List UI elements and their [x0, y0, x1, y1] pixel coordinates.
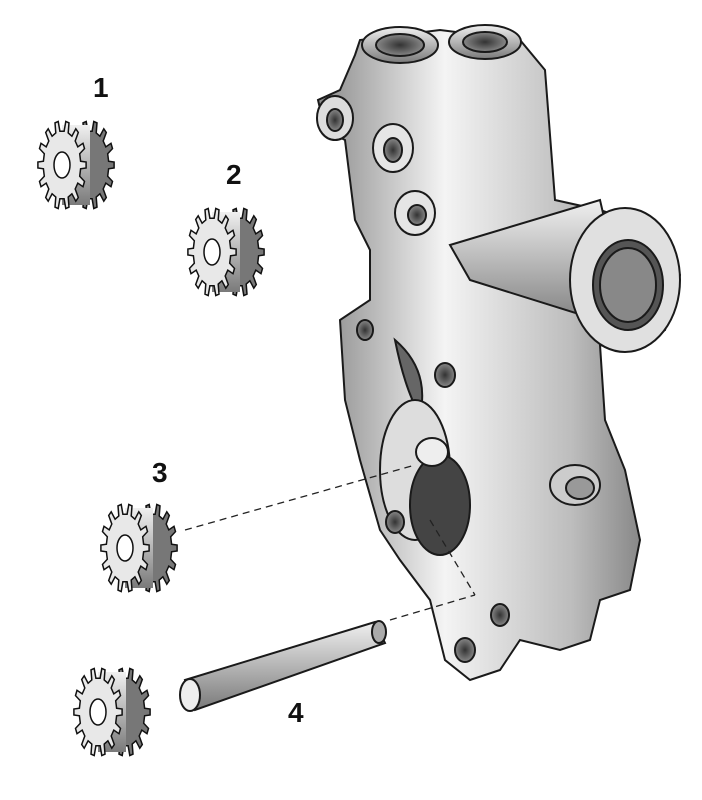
gear-bore	[89, 698, 107, 726]
gear-2	[187, 207, 265, 297]
label-1: 1	[93, 72, 109, 103]
gear-4	[73, 667, 151, 757]
label-3: 3	[152, 457, 168, 488]
gear-bore	[116, 534, 134, 562]
oil-pump-body	[316, 24, 682, 682]
gear-1	[37, 120, 115, 210]
gear-3	[100, 503, 178, 593]
gear-bore	[203, 238, 221, 266]
label-4: 4	[288, 697, 304, 728]
label-2: 2	[226, 159, 242, 190]
alignment-lines	[184, 464, 476, 621]
gear-bore	[53, 151, 71, 179]
shaft-4	[179, 620, 387, 712]
